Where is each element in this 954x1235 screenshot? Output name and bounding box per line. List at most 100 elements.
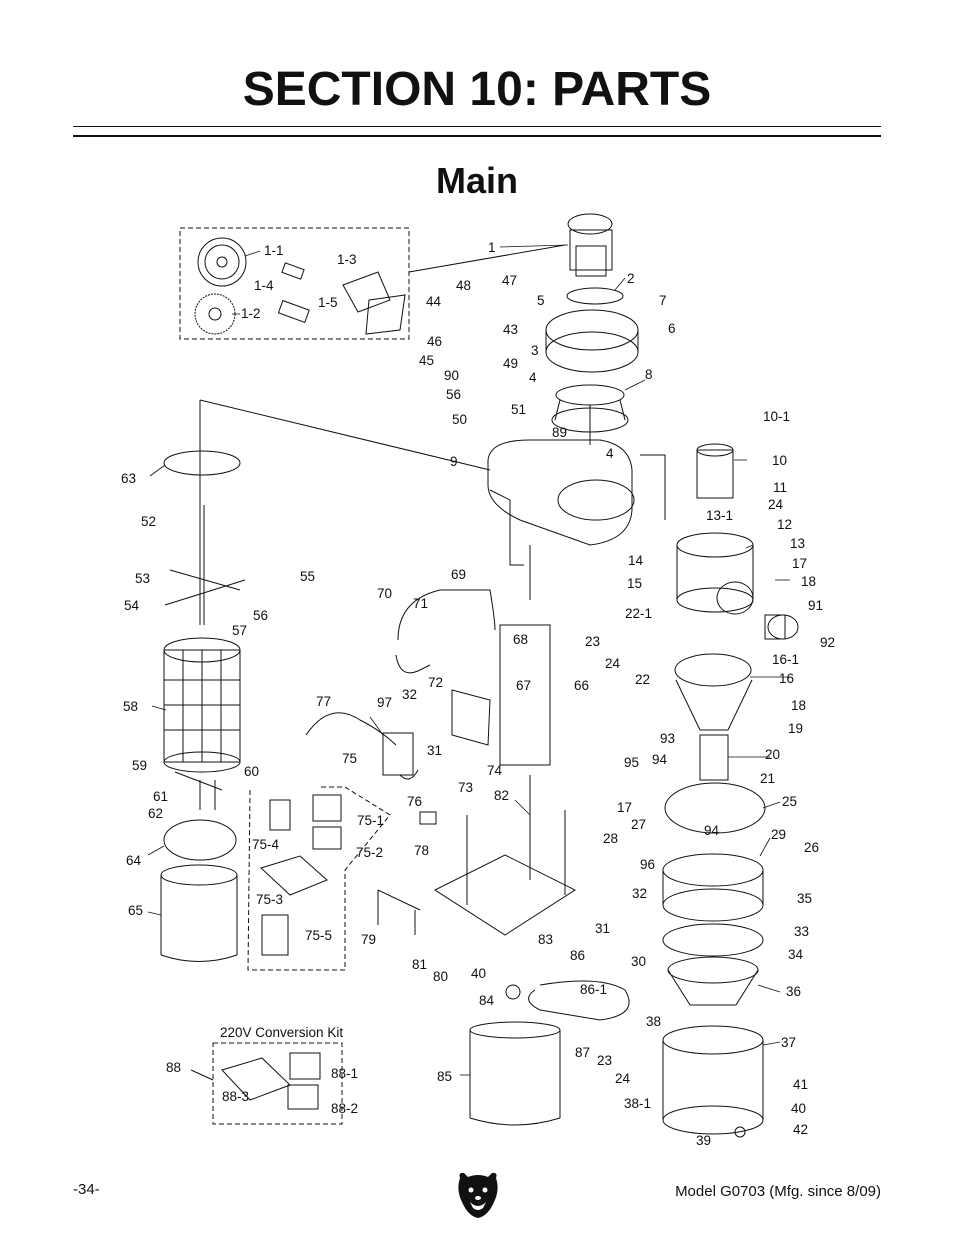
conversion-kit-label: 220V Conversion Kit	[220, 1025, 343, 1040]
part-label-80: 80	[433, 969, 448, 984]
capacitor-1-5	[277, 299, 310, 324]
part-label-21: 21	[760, 771, 775, 786]
part-label-24b: 24	[605, 656, 621, 671]
part-label-35: 35	[797, 891, 812, 906]
part-label-96: 96	[640, 857, 655, 872]
part-label-5: 5	[537, 293, 545, 308]
part-label-63: 63	[121, 471, 136, 486]
part-label-9: 9	[450, 454, 458, 469]
part-label-38-1: 38-1	[624, 1096, 651, 1111]
flex-hose-20	[699, 734, 729, 781]
lid-25	[664, 782, 766, 834]
part-label-50: 50	[452, 412, 467, 427]
handle-part	[397, 589, 496, 641]
frame-upright-part	[499, 624, 551, 766]
part-label-71: 71	[413, 596, 428, 611]
part-label-64: 64	[126, 853, 142, 868]
part-label-1-5: 1-5	[318, 295, 338, 310]
part-label-56a: 56	[253, 608, 268, 623]
part-label-85: 85	[437, 1069, 452, 1084]
capacitor-1-4	[281, 262, 305, 280]
part-label-56b: 56	[446, 387, 461, 402]
gasket-35	[662, 923, 764, 957]
diagram-subtitle: Main	[435, 160, 518, 201]
part-label-74: 74	[487, 763, 503, 778]
part-label-4a: 4	[529, 370, 537, 385]
part-label-66: 66	[574, 678, 589, 693]
section-title: SECTION 10: PARTS	[242, 63, 712, 116]
part-label-49: 49	[503, 356, 518, 371]
part-label-75-2: 75-2	[356, 845, 383, 860]
part-label-55: 55	[300, 569, 315, 584]
part-label-48: 48	[456, 278, 471, 293]
motor-detail-box	[179, 227, 410, 340]
part-label-33: 33	[794, 924, 809, 939]
part-label-87: 87	[575, 1045, 590, 1060]
part-label-75-5: 75-5	[305, 928, 332, 943]
part-label-31a: 31	[427, 743, 442, 758]
clamp-64	[163, 819, 237, 861]
part-label-32b: 32	[632, 886, 647, 901]
part-label-82: 82	[494, 788, 509, 803]
part-label-68: 68	[513, 632, 528, 647]
drum-37	[662, 1025, 764, 1055]
part-label-90: 90	[444, 368, 459, 383]
motor-part	[569, 229, 613, 271]
part-label-34: 34	[788, 947, 804, 962]
cone-16	[675, 679, 753, 731]
part-label-19: 19	[788, 721, 803, 736]
part-label-75-4: 75-4	[252, 837, 280, 852]
part-label-84: 84	[479, 993, 495, 1008]
blower-housing-part	[487, 439, 633, 546]
part-label-67: 67	[516, 678, 531, 693]
part-label-89: 89	[552, 425, 567, 440]
part-label-29: 29	[771, 827, 786, 842]
part-label-58: 58	[123, 699, 138, 714]
part-label-92: 92	[820, 635, 835, 650]
part-label-23a: 23	[585, 634, 600, 649]
power-cord-part	[305, 712, 397, 746]
part-label-77: 77	[316, 694, 331, 709]
part-label-44: 44	[426, 294, 442, 309]
part-label-17b: 17	[617, 800, 632, 815]
part-label-32a: 32	[402, 687, 417, 702]
part-label-30: 30	[631, 954, 646, 969]
part-label-17a: 17	[792, 556, 807, 571]
part-label-79: 79	[361, 932, 376, 947]
part-label-18b: 18	[791, 698, 806, 713]
part-label-24a: 24	[768, 497, 784, 512]
fan-cover-part	[197, 237, 247, 287]
part-label-11: 11	[773, 480, 787, 495]
part-label-12: 12	[777, 517, 792, 532]
part-label-86: 86	[570, 948, 585, 963]
part-label-73: 73	[458, 780, 473, 795]
part-label-24c: 24	[615, 1071, 631, 1086]
part-label-57: 57	[232, 623, 247, 638]
part-label-95: 95	[624, 755, 639, 770]
part-label-47: 47	[502, 273, 517, 288]
part-label-91: 91	[808, 598, 823, 613]
part-label-75: 75	[342, 751, 357, 766]
part-label-51: 51	[511, 402, 526, 417]
part-label-10: 10	[772, 453, 787, 468]
port-10	[696, 449, 734, 499]
part-label-62: 62	[148, 806, 163, 821]
part-label-25: 25	[782, 794, 797, 809]
part-label-22-1: 22-1	[625, 606, 652, 621]
part-label-36: 36	[786, 984, 801, 999]
part-label-70: 70	[377, 586, 392, 601]
part-label-42: 42	[793, 1122, 808, 1137]
part-label-14: 14	[628, 553, 644, 568]
part-label-16: 16	[779, 671, 794, 686]
part-label-20: 20	[765, 747, 780, 762]
part-label-53: 53	[135, 571, 150, 586]
baffle-36	[667, 969, 759, 1006]
part-label-88-2: 88-2	[331, 1101, 358, 1116]
part-label-16-1: 16-1	[772, 652, 799, 667]
part-label-75-1: 75-1	[357, 813, 384, 828]
part-label-40b: 40	[791, 1101, 806, 1116]
part-label-45: 45	[419, 353, 434, 368]
stand-frame-part	[433, 775, 577, 936]
part-label-28: 28	[603, 831, 618, 846]
